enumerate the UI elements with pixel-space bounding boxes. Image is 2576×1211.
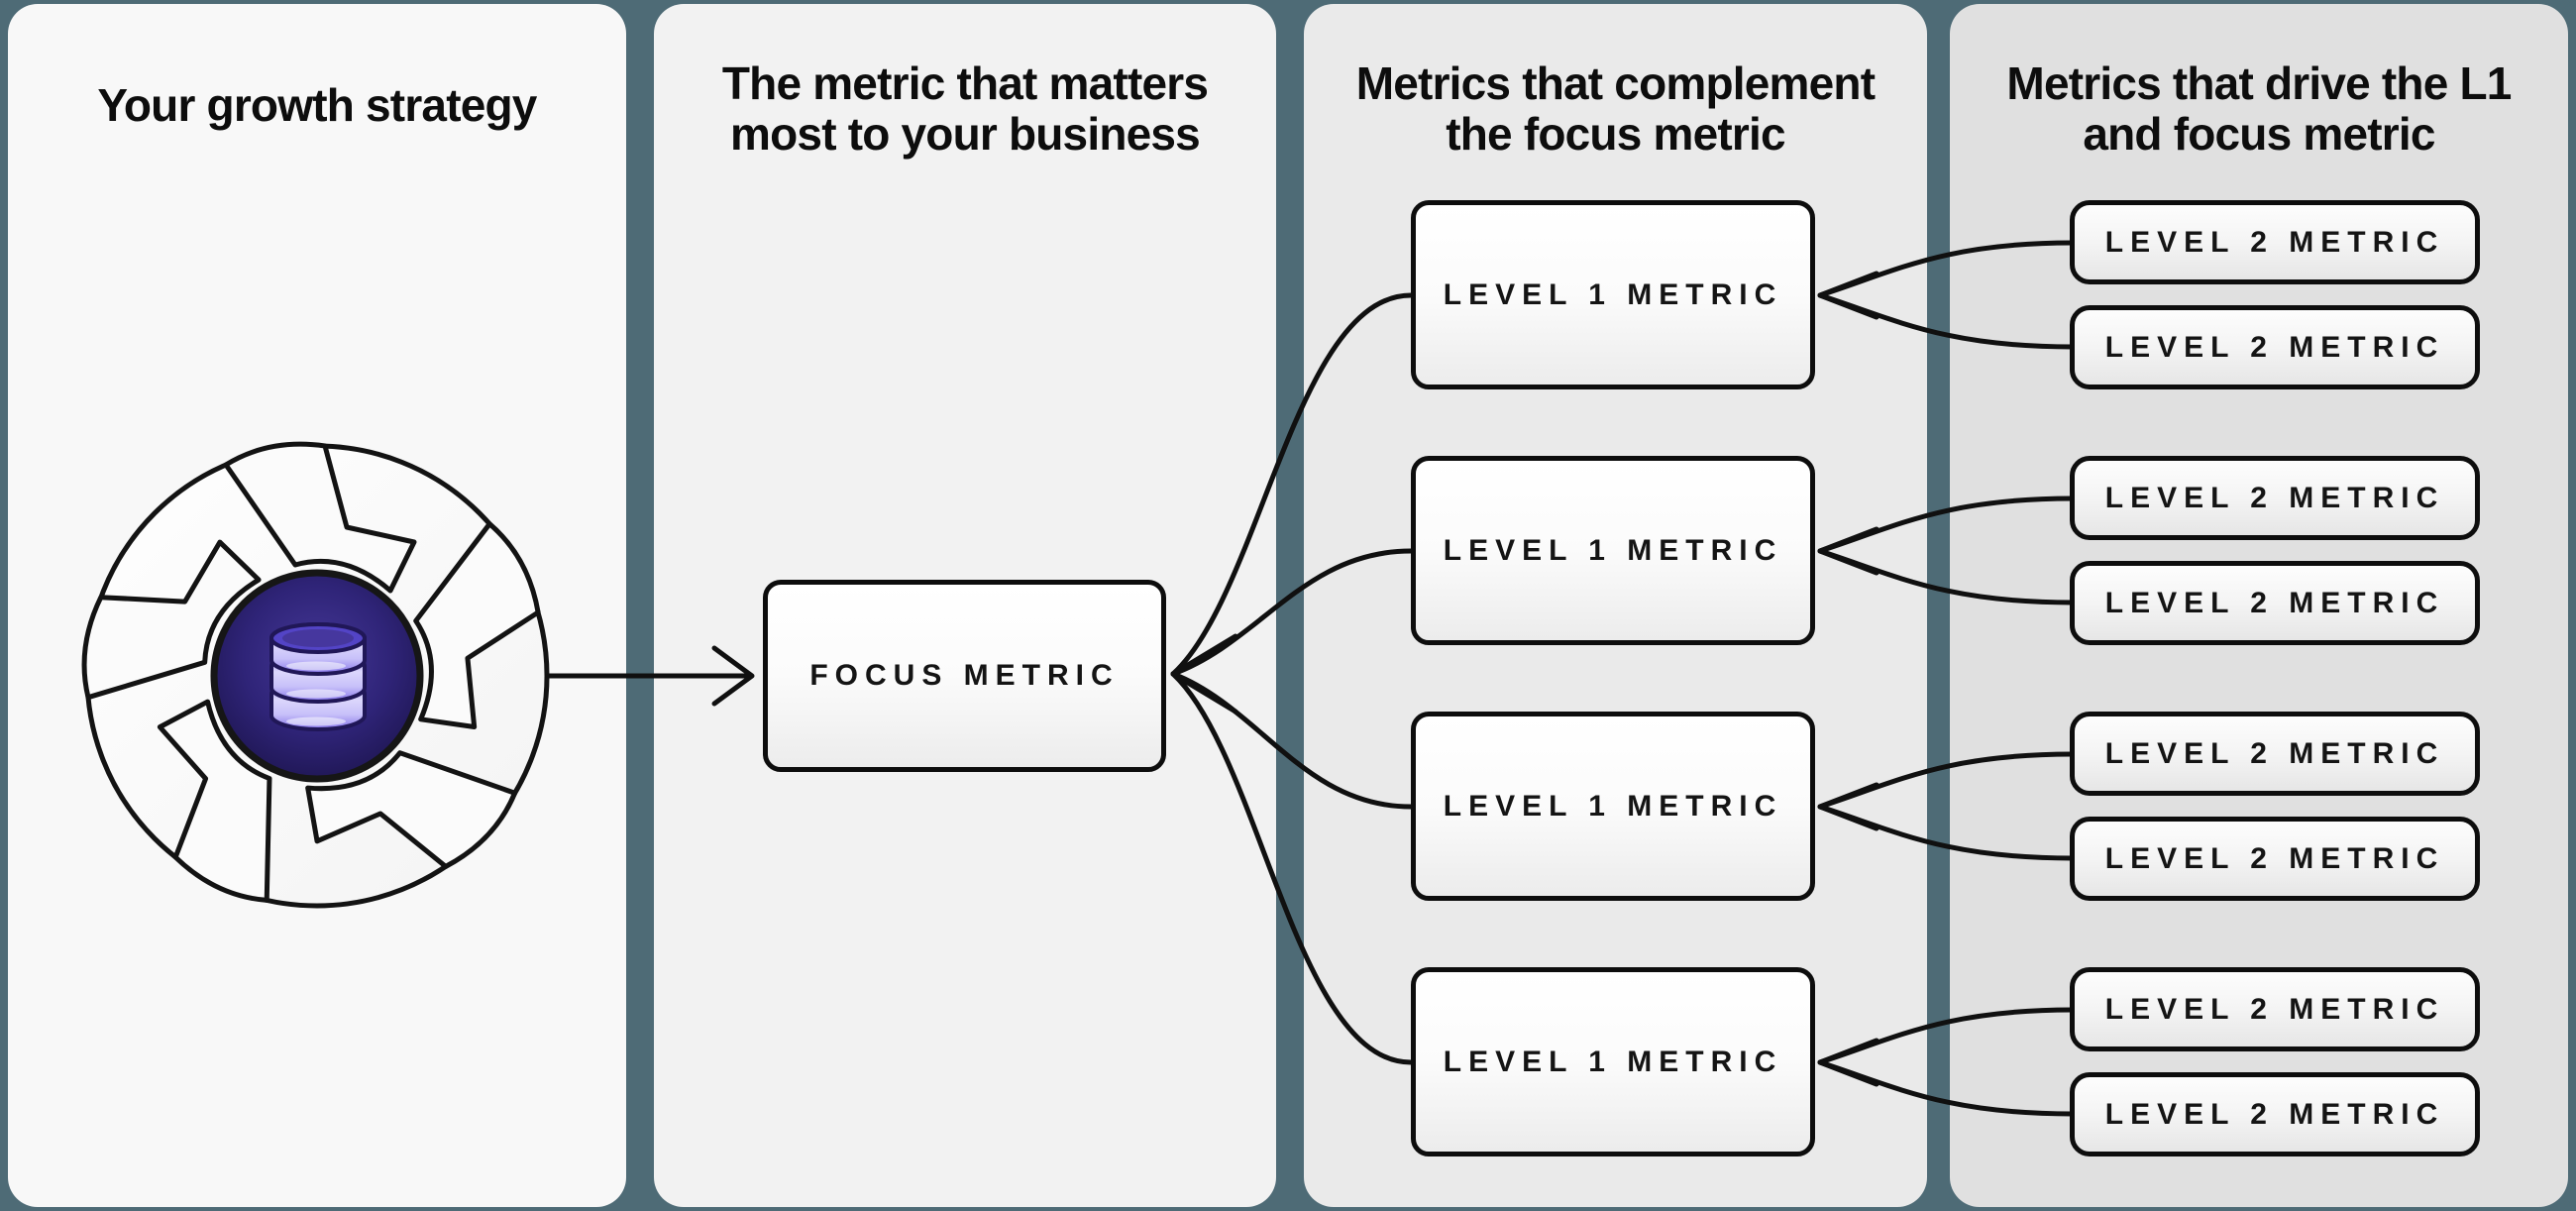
panel-title: Your growth strategy — [8, 80, 626, 131]
panel-title-line: Metrics that drive the L1 — [2006, 57, 2512, 109]
level2-metric-label: LEVEL 2 METRIC — [2104, 736, 2445, 770]
panel-title-line: The metric that matters — [721, 57, 1209, 109]
panel-title-line: most to your business — [730, 108, 1201, 160]
arrowhead-into-l1 — [1817, 782, 1879, 831]
panel-title: Metrics that complement the focus metric — [1304, 58, 1927, 160]
focus-metric-box: FOCUS METRIC — [763, 580, 1166, 772]
level2-metric-box: LEVEL 2 METRIC — [2070, 200, 2480, 284]
panel-title-line: Your growth strategy — [97, 79, 537, 131]
level1-metric-label: LEVEL 1 METRIC — [1443, 533, 1783, 567]
arrowhead-into-l1 — [1817, 1038, 1879, 1087]
level2-metric-label: LEVEL 2 METRIC — [2104, 481, 2445, 514]
arrow-flywheel-to-focus — [545, 645, 755, 707]
panel-focus-metric: The metric that matters most to your bus… — [654, 4, 1276, 1207]
level1-metric-box: LEVEL 1 METRIC — [1411, 712, 1815, 901]
level2-metric-label: LEVEL 2 METRIC — [2104, 586, 2445, 619]
level2-metric-box: LEVEL 2 METRIC — [2070, 967, 2480, 1051]
level1-metric-label: LEVEL 1 METRIC — [1443, 277, 1783, 311]
arrowhead-into-l1 — [1817, 271, 1879, 320]
arrowhead-into-focus — [1170, 633, 1238, 715]
focus-metric-label: FOCUS METRIC — [809, 659, 1120, 692]
level2-metric-box: LEVEL 2 METRIC — [2070, 305, 2480, 389]
level1-metric-box: LEVEL 1 METRIC — [1411, 200, 1815, 389]
level2-metric-label: LEVEL 2 METRIC — [2104, 225, 2445, 259]
arrowhead-into-l1 — [1817, 526, 1879, 576]
connectors-l1-to-focus — [1170, 292, 1414, 1065]
level1-metric-box: LEVEL 1 METRIC — [1411, 967, 1815, 1156]
connectors-l2-to-l1 — [1817, 240, 2076, 1117]
level2-metric-label: LEVEL 2 METRIC — [2104, 992, 2445, 1026]
level2-metric-box: LEVEL 2 METRIC — [2070, 456, 2480, 540]
level2-metric-box: LEVEL 2 METRIC — [2070, 561, 2480, 645]
panel-title: The metric that matters most to your bus… — [654, 58, 1276, 160]
database-icon — [269, 622, 367, 731]
panel-title-line: and focus metric — [2083, 108, 2435, 160]
level2-metric-box: LEVEL 2 METRIC — [2070, 712, 2480, 796]
panel-title-line: the focus metric — [1446, 108, 1785, 160]
level1-metric-label: LEVEL 1 METRIC — [1443, 789, 1783, 823]
panel-title-line: Metrics that complement — [1355, 57, 1876, 109]
panel-title: Metrics that drive the L1 and focus metr… — [1950, 58, 2568, 160]
level2-metric-label: LEVEL 2 METRIC — [2104, 1097, 2445, 1131]
level2-metric-label: LEVEL 2 METRIC — [2104, 841, 2445, 875]
level2-metric-box: LEVEL 2 METRIC — [2070, 817, 2480, 901]
level1-metric-label: LEVEL 1 METRIC — [1443, 1045, 1783, 1078]
level2-metric-label: LEVEL 2 METRIC — [2104, 330, 2445, 364]
level2-metric-box: LEVEL 2 METRIC — [2070, 1072, 2480, 1156]
flywheel-icon — [81, 441, 550, 909]
level1-metric-box: LEVEL 1 METRIC — [1411, 456, 1815, 645]
